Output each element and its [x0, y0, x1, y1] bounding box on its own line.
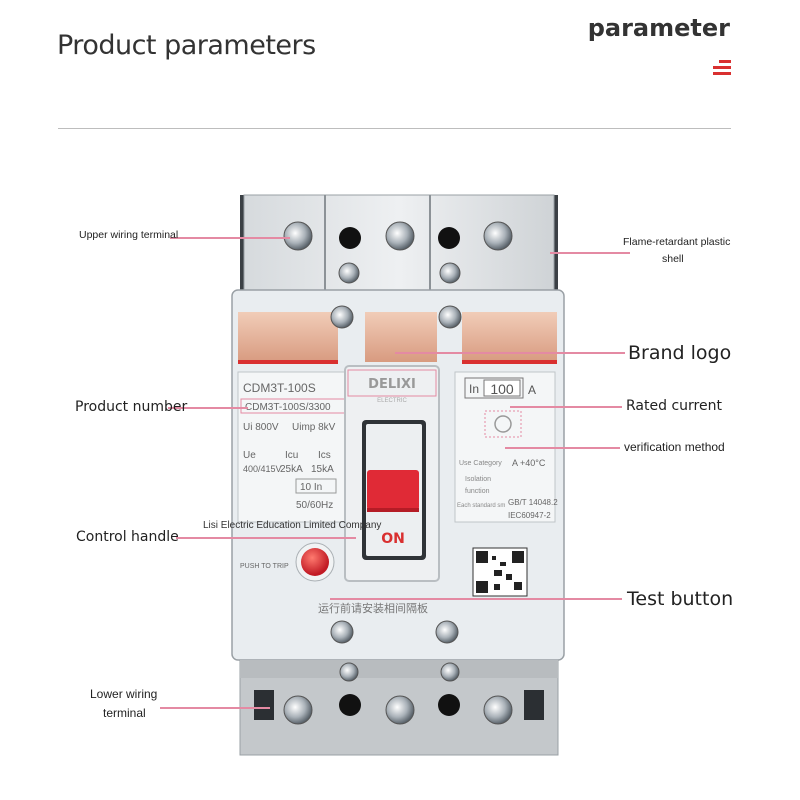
lower-screw: [483, 695, 513, 725]
callout-line-rated-current: [510, 406, 622, 408]
callout-line-flame-shell: [550, 252, 630, 254]
callout-line-brand-logo: [395, 352, 625, 354]
callout-line-test-button: [330, 598, 622, 600]
svg-text:A +40°C: A +40°C: [512, 458, 546, 468]
svg-text:Ui 800V: Ui 800V: [243, 422, 279, 433]
rated-current-value: 100: [490, 381, 514, 397]
copper-contact: [238, 312, 338, 362]
upper-terminal-hole: [339, 227, 361, 249]
svg-text:运行前请安装相间隔板: 运行前请安装相间隔板: [318, 601, 428, 615]
svg-text:Icu: Icu: [285, 450, 298, 461]
lower-screw: [440, 662, 460, 682]
upper-screw: [483, 221, 513, 251]
lower-terminal-hole: [339, 694, 361, 716]
callout-line-verification: [505, 447, 620, 449]
svg-text:ELECTRIC: ELECTRIC: [377, 398, 407, 404]
label-verification-method: verification method: [624, 440, 725, 454]
svg-text:50/60Hz: 50/60Hz: [296, 500, 333, 511]
label-flame-retardant-line2: shell: [662, 253, 684, 265]
svg-text:Each standard sm: Each standard sm: [457, 503, 505, 509]
page-title: Product parameters: [57, 30, 316, 61]
callout-line-lower-terminal: [160, 707, 270, 709]
cover-screw: [330, 620, 354, 644]
brand-box: [347, 369, 437, 397]
cover-screw: [330, 305, 354, 329]
test-button: [301, 548, 329, 576]
label-test-button: Test button: [627, 588, 734, 610]
brand-text: DELIXI: [368, 377, 416, 392]
rating-label-panel: [237, 371, 363, 523]
verification-box: [484, 410, 522, 438]
menu-icon[interactable]: [713, 60, 731, 76]
label-brand-logo: Brand logo: [628, 342, 732, 364]
svg-text:GB/T 14048.2: GB/T 14048.2: [508, 498, 558, 507]
svg-text:15kA: 15kA: [311, 464, 334, 475]
label-product-number: Product number: [75, 399, 188, 415]
svg-text:function: function: [465, 488, 490, 495]
on-label: ON: [381, 531, 405, 547]
upper-terminal-hole: [438, 227, 460, 249]
callout-line-upper-terminal: [170, 237, 290, 239]
callout-line-control-handle: [176, 537, 356, 539]
label-lower-wiring-line2: terminal: [103, 706, 146, 720]
svg-text:PUSH TO TRIP: PUSH TO TRIP: [240, 563, 289, 570]
svg-text:10 In: 10 In: [300, 482, 322, 493]
callout-line-product-number: [168, 407, 248, 409]
page-subtitle: parameter: [587, 14, 730, 42]
label-upper-wiring-terminal: Upper wiring terminal: [79, 229, 179, 241]
upper-screw: [283, 221, 313, 251]
copper-contact: [365, 312, 437, 362]
svg-text:400/415V: 400/415V: [243, 464, 282, 474]
svg-text:Isolation: Isolation: [465, 476, 491, 483]
lower-screw: [385, 695, 415, 725]
svg-text:Ue: Ue: [243, 450, 256, 461]
svg-text:Use Category: Use Category: [459, 460, 502, 467]
lower-screw: [339, 662, 359, 682]
cover-screw: [435, 620, 459, 644]
upper-screw: [338, 262, 360, 284]
header-divider: [58, 128, 731, 129]
svg-text:In: In: [469, 382, 479, 396]
upper-screw: [439, 262, 461, 284]
svg-text:Ics: Ics: [318, 450, 331, 461]
svg-text:IEC60947-2: IEC60947-2: [508, 511, 551, 520]
watermark-text: Lisi Electric Education Limited Company: [203, 520, 381, 531]
label-lower-wiring-line1: Lower wiring: [90, 687, 158, 701]
qr-code: [472, 547, 528, 597]
lower-terminal-hole: [438, 694, 460, 716]
label-flame-retardant-line1: Flame-retardant plastic: [623, 236, 731, 248]
model-text: CDM3T-100S: [243, 381, 316, 395]
copper-contact: [462, 312, 557, 362]
svg-text:Uimp 8kV: Uimp 8kV: [292, 422, 336, 433]
ccc-mark: [494, 415, 512, 433]
svg-text:25kA: 25kA: [280, 464, 303, 475]
svg-text:A: A: [528, 383, 536, 397]
label-rated-current: Rated current: [626, 398, 722, 414]
model-boxed-text: CDM3T-100S/3300: [245, 402, 331, 413]
upper-screw: [385, 221, 415, 251]
lower-screw: [283, 695, 313, 725]
cover-screw: [438, 305, 462, 329]
label-control-handle: Control handle: [76, 529, 179, 545]
control-handle-lever: [367, 470, 419, 510]
